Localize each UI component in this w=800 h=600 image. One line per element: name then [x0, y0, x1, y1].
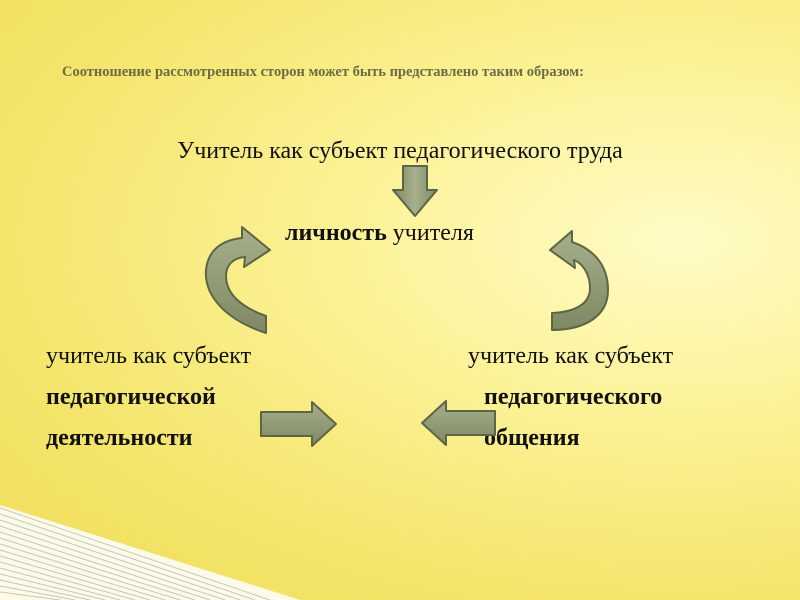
right-line-3: общения: [484, 425, 580, 451]
right-line-2: педагогического: [484, 384, 663, 410]
left-line-2: педагогической: [46, 384, 216, 410]
curved-arrow-right-icon: [549, 230, 609, 331]
personality-bold: личность: [285, 220, 387, 246]
curved-arrow-left-icon: [204, 226, 271, 334]
left-line-3: деятельности: [46, 425, 193, 451]
left-arrow-icon: [421, 400, 496, 446]
right-arrow-icon: [260, 401, 337, 447]
left-line-1: учитель как субъект: [46, 343, 252, 369]
personality-rest: учителя: [386, 220, 474, 246]
center-title: Учитель как субъект педагогического труд…: [177, 138, 623, 164]
right-line-1: учитель как субъект: [468, 343, 674, 369]
right-block: учитель как субъект педагогического обще…: [468, 336, 673, 459]
left-block: учитель как субъект педагогической деяте…: [46, 336, 251, 459]
slide-heading: Соотношение рассмотренных сторон может б…: [62, 64, 584, 80]
personality-label: личность учителя: [285, 220, 474, 247]
down-arrow-icon: [392, 165, 438, 217]
